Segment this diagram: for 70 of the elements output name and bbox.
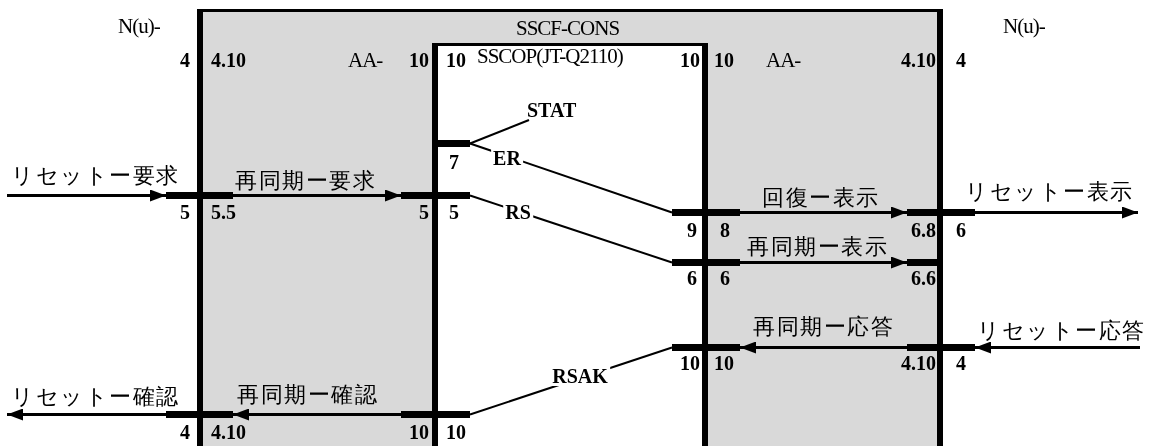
arrow bbox=[740, 256, 907, 269]
state-number: 10 bbox=[680, 50, 700, 70]
event-bar bbox=[907, 344, 975, 351]
edge-label: 再同期ー応答 bbox=[753, 316, 894, 338]
edge-label: ER bbox=[491, 148, 523, 168]
state-number: 6 bbox=[956, 220, 966, 240]
event-bar bbox=[166, 411, 233, 418]
arrow bbox=[740, 341, 907, 354]
arrow bbox=[975, 206, 1138, 219]
edge-label: リセットー確認 bbox=[11, 386, 180, 408]
event-bar bbox=[672, 209, 740, 216]
state-number: 5 bbox=[180, 202, 190, 222]
state-number: 4 bbox=[956, 50, 966, 70]
layer-name: AA- bbox=[348, 50, 383, 71]
state-number: 4.10 bbox=[211, 422, 246, 442]
state-number: 6.8 bbox=[911, 220, 936, 240]
state-number: 10 bbox=[446, 50, 466, 70]
layer-name: AA- bbox=[766, 50, 801, 71]
state-number: 10 bbox=[714, 50, 734, 70]
edge-label: 再同期ー表示 bbox=[747, 236, 888, 258]
edge-label: リセットー応答 bbox=[977, 320, 1146, 342]
edge-label: 再同期ー要求 bbox=[235, 170, 376, 192]
state-number: 10 bbox=[409, 50, 429, 70]
event-bar bbox=[907, 209, 975, 216]
state-number: 4.10 bbox=[211, 50, 246, 70]
state-number: 6 bbox=[687, 268, 697, 288]
arrow bbox=[975, 341, 1140, 354]
arrow bbox=[233, 189, 401, 202]
event-bar bbox=[166, 192, 233, 199]
state-number: 6 bbox=[720, 268, 730, 288]
box-title: SSCOP(JT-Q2110) bbox=[477, 46, 623, 67]
edge-label: リセットー要求 bbox=[11, 165, 180, 187]
edge-label: RSAK bbox=[550, 366, 610, 386]
state-number: 5 bbox=[449, 202, 459, 222]
state-number: 4 bbox=[956, 353, 966, 373]
state-number: 10 bbox=[714, 353, 734, 373]
edge-label: 回復ー表示 bbox=[762, 187, 880, 209]
edge-label: RS bbox=[503, 202, 533, 222]
layer-name: N(u)- bbox=[1003, 16, 1045, 37]
arrow bbox=[233, 408, 401, 421]
event-bar bbox=[438, 140, 470, 147]
event-bar bbox=[672, 259, 740, 266]
state-number: 10 bbox=[446, 422, 466, 442]
state-number: 8 bbox=[720, 220, 730, 240]
edge-label: リセットー表示 bbox=[965, 181, 1134, 203]
state-number: 4.10 bbox=[901, 50, 936, 70]
arrow bbox=[7, 408, 166, 421]
state-number: 5 bbox=[419, 202, 429, 222]
signal-line bbox=[469, 119, 530, 145]
event-bar bbox=[672, 344, 740, 351]
layer-name: N(u)- bbox=[118, 16, 160, 37]
state-number: 5.5 bbox=[211, 202, 236, 222]
event-bar bbox=[401, 192, 470, 199]
signal-name: STAT bbox=[527, 100, 577, 120]
event-bar bbox=[401, 411, 470, 418]
edge-label: 再同期ー確認 bbox=[237, 384, 378, 406]
state-number: 9 bbox=[687, 220, 697, 240]
state-number: 4.10 bbox=[901, 353, 936, 373]
event-bar bbox=[907, 259, 940, 266]
state-number: 6.6 bbox=[911, 268, 936, 288]
state-number: 4 bbox=[180, 50, 190, 70]
state-number: 10 bbox=[409, 422, 429, 442]
layer-band bbox=[197, 9, 943, 446]
protocol-box bbox=[432, 43, 708, 446]
state-number: 10 bbox=[680, 353, 700, 373]
state-number: 7 bbox=[449, 152, 459, 172]
state-number: 4 bbox=[180, 422, 190, 442]
band-title: SSCF-CONS bbox=[516, 18, 620, 39]
arrow bbox=[740, 206, 907, 219]
arrow bbox=[7, 189, 166, 202]
